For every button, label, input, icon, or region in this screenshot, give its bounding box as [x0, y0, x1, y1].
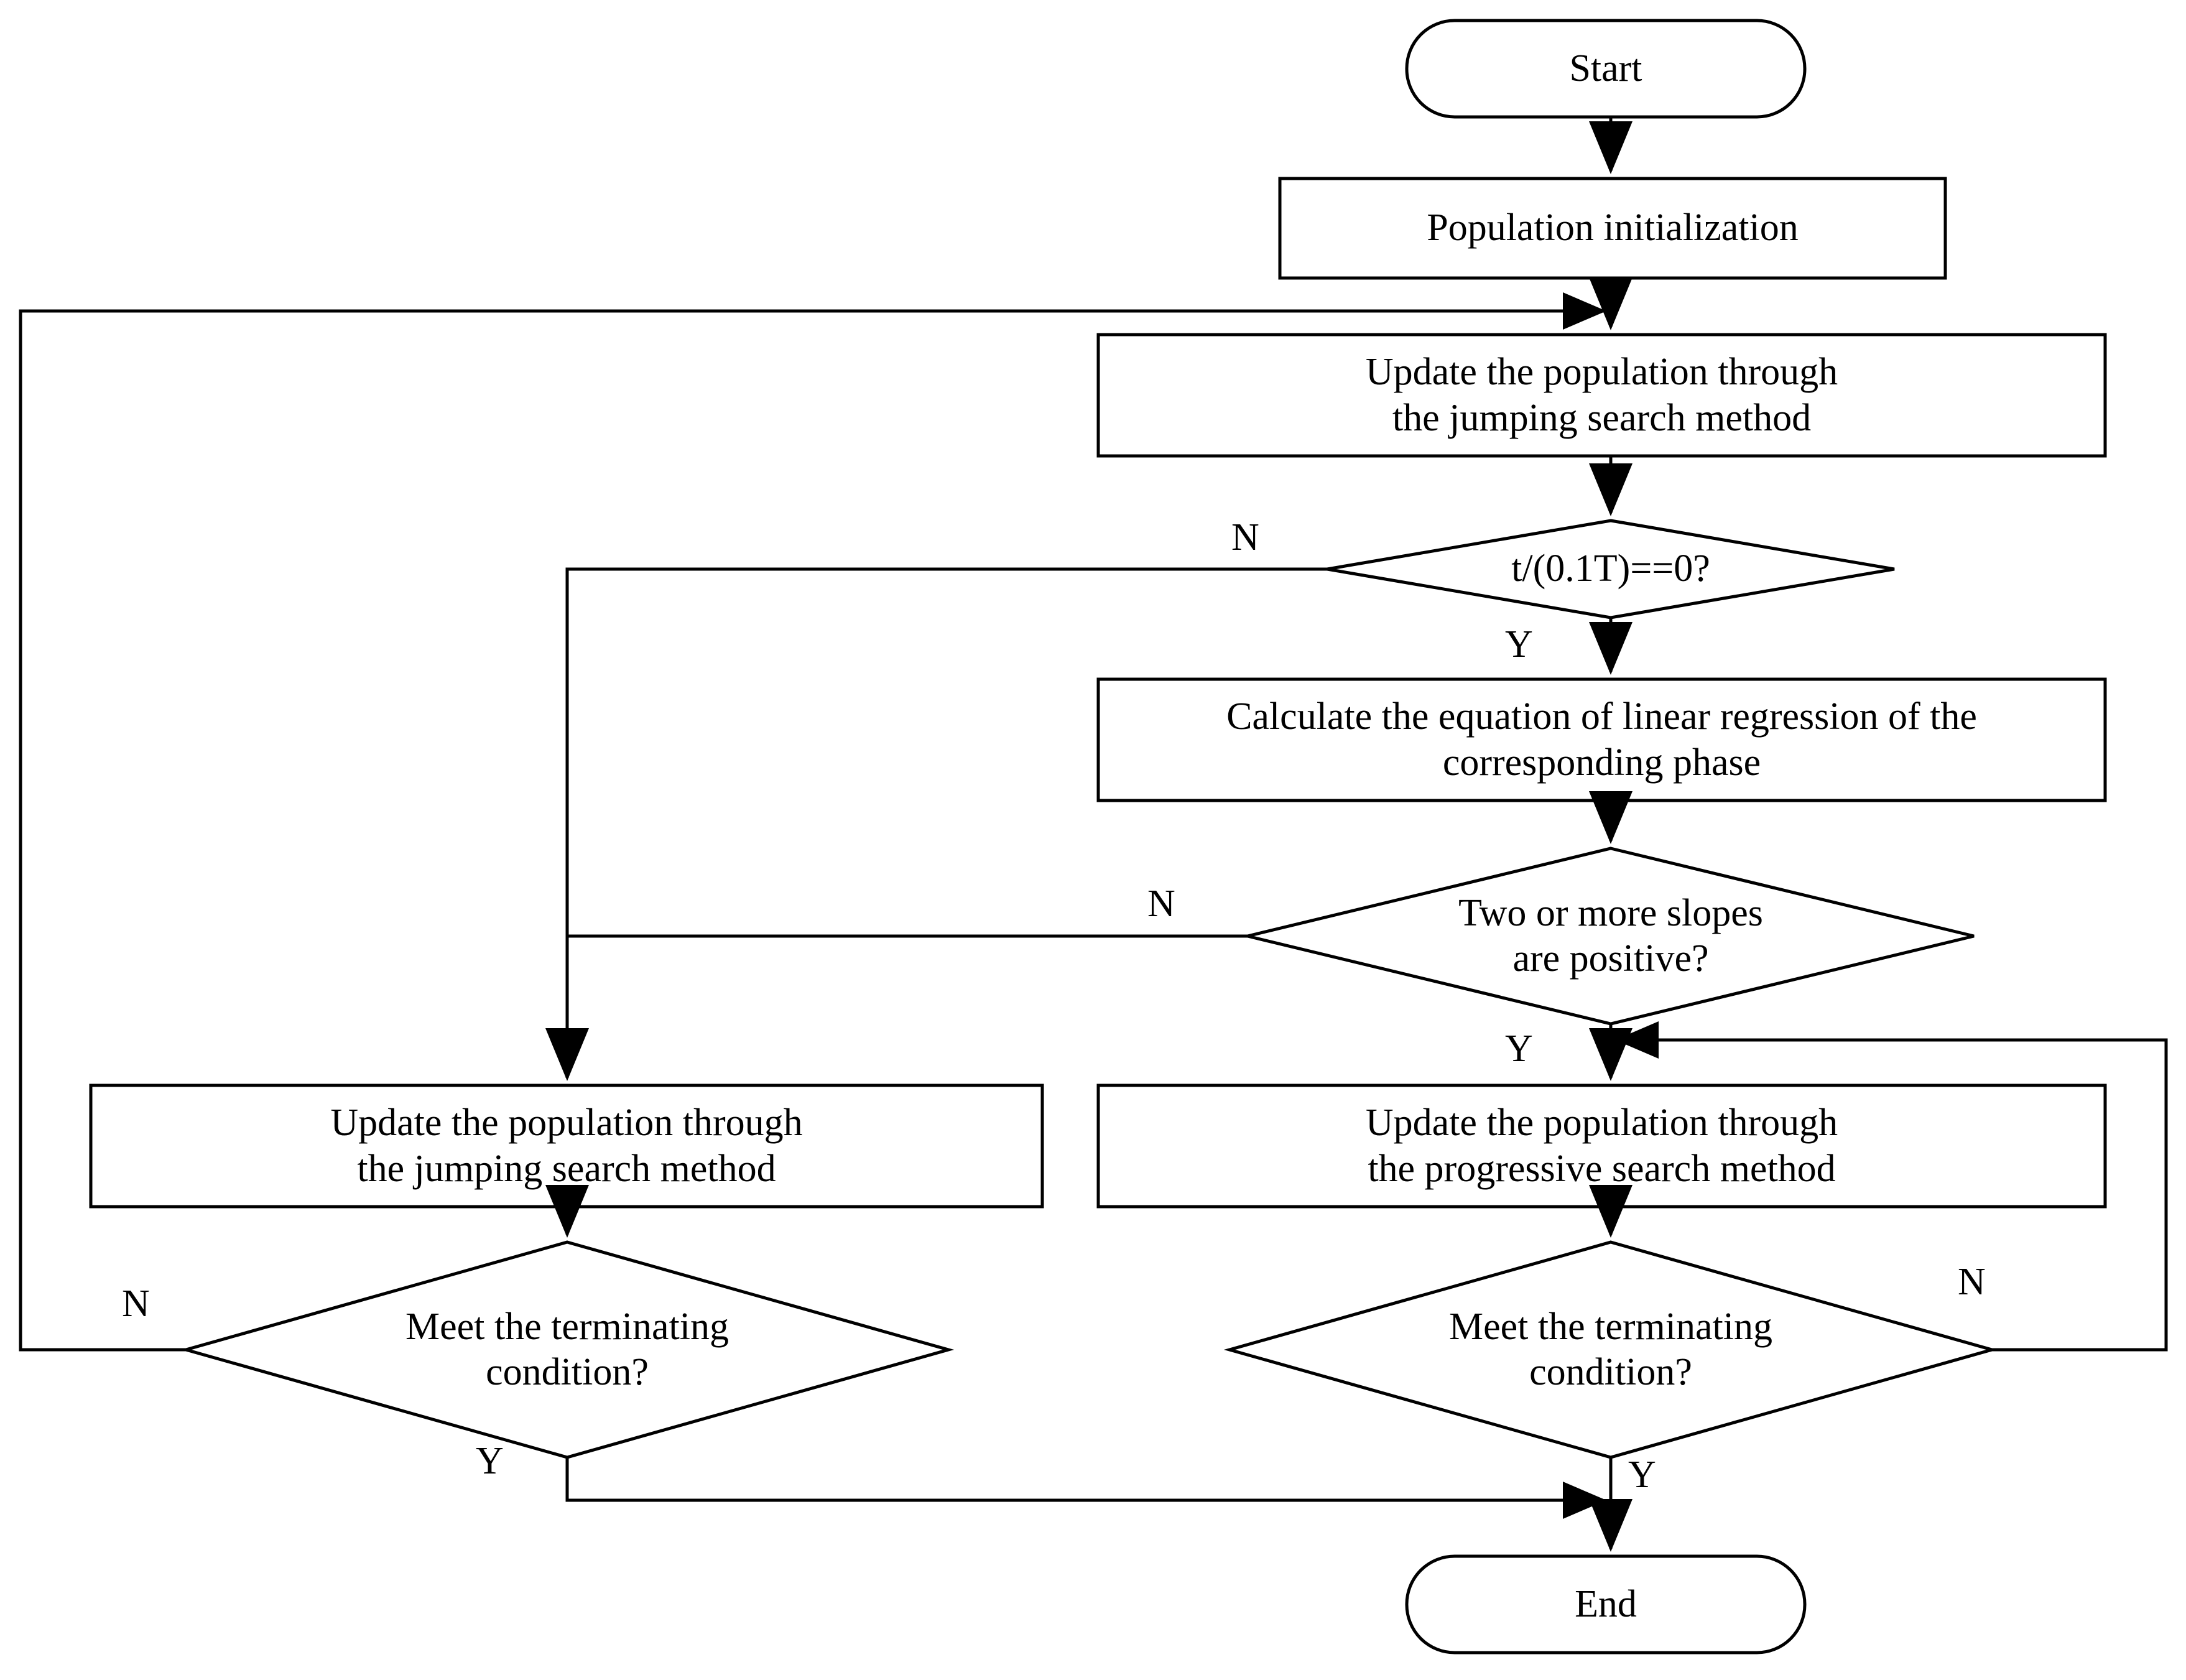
edge-terminate-left-yes [565, 1457, 1606, 1519]
shape-decision-slopes [1247, 847, 1975, 1026]
edge-terminate-right-no-loop [1615, 1021, 2168, 1352]
shape-decision-terminate-left [180, 1240, 955, 1459]
edge-decision-phase-no [545, 567, 1327, 1081]
edge-label-terminate-left-yes: Y [476, 1440, 504, 1482]
shape-decision-phase [1327, 519, 1895, 620]
shape-update-jumping-top [1096, 333, 2107, 458]
shape-calc-regression [1096, 677, 2107, 802]
edge-label-slopes-yes: Y [1505, 1028, 1533, 1070]
shape-update-progressive-right [1096, 1084, 2107, 1209]
shape-start [1405, 19, 1807, 119]
edge-label-terminate-right-no: N [1958, 1261, 1986, 1303]
edge-terminate-left-no-loop [19, 292, 1606, 1352]
shape-end [1405, 1554, 1807, 1654]
edge-label-terminate-right-yes: Y [1628, 1454, 1656, 1496]
edge-label-phase-no: N [1231, 516, 1259, 559]
edge-label-phase-yes: Y [1505, 623, 1533, 666]
edge-label-slopes-no: N [1147, 883, 1175, 925]
shape-decision-terminate-right [1223, 1240, 1998, 1459]
shape-update-jumping-left [89, 1084, 1044, 1209]
edge-label-terminate-left-no: N [122, 1283, 150, 1325]
shape-population-init [1278, 177, 1947, 280]
